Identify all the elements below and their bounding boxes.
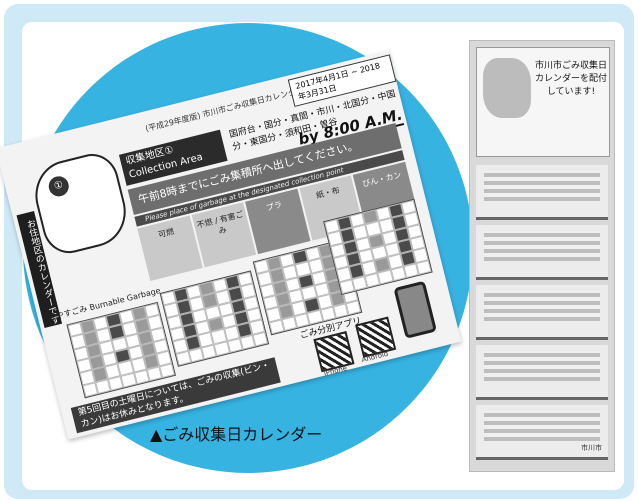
stand-pocket bbox=[476, 285, 608, 340]
category-nonburnable: 不燃 / 有害ごみ bbox=[191, 202, 257, 268]
calendar-stack bbox=[484, 411, 600, 441]
stand-pocket bbox=[476, 345, 608, 400]
calendar-stack bbox=[484, 351, 600, 381]
sign-map bbox=[483, 58, 531, 118]
stand-pocket bbox=[476, 225, 608, 280]
calendar-stand-photo: 市川市ごみ収集日カレンダーを配付しています! 市川市 bbox=[469, 40, 615, 472]
stand-pocket: 市川市 bbox=[476, 405, 608, 460]
stand-label: 市川市 bbox=[581, 444, 602, 452]
sign-text: 市川市ごみ収集日カレンダーを配付しています! bbox=[535, 61, 608, 97]
smartphone-icon bbox=[393, 280, 438, 339]
stand-pocket bbox=[476, 165, 608, 220]
area-marker: ① bbox=[46, 174, 71, 199]
calendar-stack bbox=[484, 171, 600, 201]
calendar-stack bbox=[484, 291, 600, 321]
calendar-stack bbox=[484, 231, 600, 261]
stand-sign: 市川市ごみ収集日カレンダーを配付しています! bbox=[476, 47, 610, 157]
area-map: ① bbox=[27, 148, 134, 259]
month-grid bbox=[159, 270, 270, 367]
category-burnable: 可燃 bbox=[137, 215, 203, 281]
month-grid bbox=[66, 301, 177, 399]
category-plastic: プラ bbox=[245, 188, 311, 255]
caption: ▲ごみ収集日カレンダー bbox=[150, 425, 323, 444]
